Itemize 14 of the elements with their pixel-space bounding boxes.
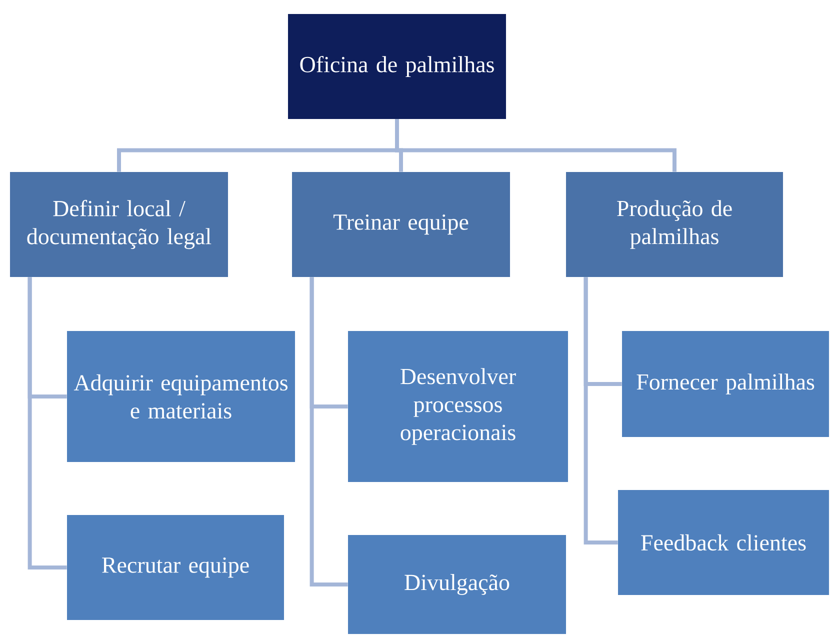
task-box: Fornecer palmilhas [622,331,829,437]
connector-line [28,277,67,570]
root-box: Oficina de palmilhas [288,14,506,119]
connector-line [395,119,676,172]
task-box: Desenvolver processos operacionais [348,331,568,482]
task-box: Recrutar equipe [67,515,284,620]
task-box: Feedback clientes [618,490,829,595]
branch-box: Treinar equipe [292,172,510,277]
branch-box: Definir local / documentação legal [10,172,228,277]
branch-box: Produção de palmilhas [566,172,783,277]
task-box: Adquirir equipamentos e materiais [67,331,295,462]
connector-line [310,277,348,586]
connector-line [584,277,618,544]
task-box: Divulgação [348,535,566,634]
